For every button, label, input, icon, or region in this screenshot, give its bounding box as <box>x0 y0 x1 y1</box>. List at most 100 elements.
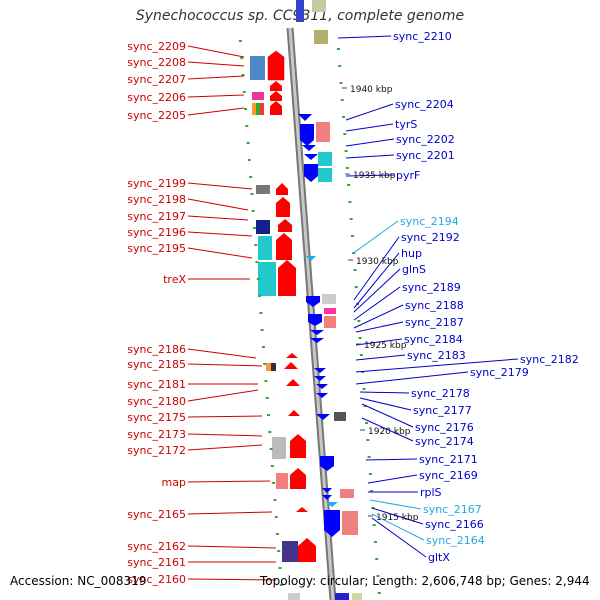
tick-mark <box>255 261 259 263</box>
right-gene-label[interactable]: rplS <box>420 486 442 499</box>
left-gene-label[interactable]: sync_2175 <box>127 411 186 424</box>
right-gene-label[interactable]: sync_2192 <box>401 231 460 244</box>
left-label-line <box>187 415 263 418</box>
tick-mark <box>349 218 353 220</box>
right-label-line <box>353 268 401 313</box>
left-gene-label[interactable]: sync_2160 <box>127 573 186 586</box>
right-gene-label[interactable]: sync_2169 <box>419 469 478 482</box>
right-gene-label[interactable]: sync_2184 <box>404 333 463 346</box>
topology-text: Topology: circular; Length: 2,606,748 bp… <box>260 574 590 588</box>
left-label-line <box>187 107 245 116</box>
tick-mark <box>247 159 251 161</box>
right-label-line <box>345 123 394 132</box>
tick-mark <box>353 269 357 271</box>
tick-mark <box>272 482 276 484</box>
tick-mark <box>348 201 352 203</box>
left-gene-label[interactable]: sync_2180 <box>127 395 186 408</box>
accession-text: Accession: NC_008319 <box>10 574 147 588</box>
left-label-line <box>187 511 273 515</box>
right-gene-label[interactable]: tyrS <box>395 118 417 131</box>
right-gene-label[interactable]: sync_2189 <box>402 281 461 294</box>
right-gene-label[interactable]: sync_2178 <box>411 387 470 400</box>
left-gene-label[interactable]: sync_2198 <box>127 193 186 206</box>
tick-mark <box>265 397 269 399</box>
tick-mark <box>273 499 277 501</box>
right-gene-label[interactable]: sync_2177 <box>413 404 472 417</box>
right-gene-label[interactable]: sync_2171 <box>419 453 478 466</box>
kbp-label: 1940 kbp <box>350 85 393 95</box>
right-gene-label[interactable]: pyrF <box>396 169 420 182</box>
tick-mark <box>336 48 340 50</box>
right-gene-label[interactable]: sync_2194 <box>400 215 459 228</box>
right-label-line <box>371 517 427 558</box>
tick-mark <box>274 516 278 518</box>
right-label-line <box>353 236 400 301</box>
right-gene-label[interactable]: hup <box>401 247 422 260</box>
left-gene-label[interactable]: map <box>162 476 186 489</box>
left-gene-label[interactable]: sync_2181 <box>127 378 186 391</box>
tick-mark <box>268 431 272 433</box>
right-label-line <box>369 499 422 510</box>
left-gene-label[interactable]: sync_2186 <box>127 343 186 356</box>
right-label-line <box>355 354 406 361</box>
right-label-line <box>353 304 404 329</box>
right-gene-label[interactable]: sync_2210 <box>393 30 452 43</box>
right-gene-label[interactable]: sync_2167 <box>423 503 482 516</box>
right-gene-label[interactable]: glnS <box>402 263 426 276</box>
tick-mark <box>261 346 265 348</box>
right-gene-label[interactable]: sync_2183 <box>407 349 466 362</box>
left-gene-label[interactable]: sync_2173 <box>127 428 186 441</box>
right-gene-label[interactable]: sync_2201 <box>396 149 455 162</box>
right-label-line <box>359 391 410 394</box>
right-gene-label[interactable]: gltX <box>428 551 450 564</box>
right-gene-label[interactable]: sync_2182 <box>520 353 579 366</box>
left-label-line <box>187 480 271 483</box>
tick-mark <box>251 210 255 212</box>
left-gene-label[interactable]: sync_2195 <box>127 242 186 255</box>
right-gene-label[interactable]: sync_2202 <box>396 133 455 146</box>
tick-mark <box>264 380 268 382</box>
left-gene-label[interactable]: sync_2161 <box>127 556 186 569</box>
tick-mark <box>347 184 351 186</box>
right-gene-label[interactable]: sync_2179 <box>470 366 529 379</box>
tick-mark <box>359 354 363 356</box>
tick-mark <box>344 150 348 152</box>
left-label-line <box>187 75 245 80</box>
left-gene-label[interactable]: sync_2162 <box>127 540 186 553</box>
left-gene-label[interactable]: sync_2208 <box>127 56 186 69</box>
right-gene-label[interactable]: sync_2204 <box>395 98 454 111</box>
tick-mark <box>376 575 380 577</box>
right-gene-label[interactable]: sync_2164 <box>426 534 485 547</box>
tick-mark <box>338 65 342 67</box>
right-gene-label[interactable]: sync_2188 <box>405 299 464 312</box>
left-gene-label[interactable]: sync_2205 <box>127 109 186 122</box>
tick-mark <box>244 108 248 110</box>
left-gene-label[interactable]: sync_2197 <box>127 210 186 223</box>
right-gene-label[interactable]: sync_2187 <box>405 316 464 329</box>
tick-mark <box>250 193 254 195</box>
tick-mark <box>362 388 366 390</box>
left-gene-label[interactable]: sync_2207 <box>127 73 186 86</box>
left-label-line <box>187 231 253 237</box>
kbp-label: 1925 kbp <box>364 341 407 351</box>
right-gene-label[interactable]: sync_2176 <box>415 421 474 434</box>
tick-mark <box>373 541 377 543</box>
tick-mark <box>345 167 349 169</box>
left-gene-label[interactable]: sync_2209 <box>127 40 186 53</box>
right-gene-label[interactable]: sync_2174 <box>415 435 474 448</box>
left-gene-label[interactable]: sync_2185 <box>127 358 186 371</box>
left-gene-label[interactable]: sync_2172 <box>127 444 186 457</box>
left-label-line <box>187 45 245 58</box>
left-label-line <box>187 61 245 67</box>
left-labels: sync_2209 sync_2208 sync_2207 sync_2206sync… <box>127 40 277 586</box>
left-gene-label[interactable]: sync_2165 <box>127 508 186 521</box>
tick-mark <box>368 473 372 475</box>
left-gene-label[interactable]: sync_2206 <box>127 91 186 104</box>
left-label-line <box>187 389 259 402</box>
left-gene-label[interactable]: treX <box>163 273 186 286</box>
left-gene-label[interactable]: sync_2196 <box>127 226 186 239</box>
left-gene-label[interactable]: sync_2199 <box>127 177 186 190</box>
tick-marks[interactable] <box>238 40 381 594</box>
right-gene-label[interactable]: sync_2166 <box>425 518 484 531</box>
